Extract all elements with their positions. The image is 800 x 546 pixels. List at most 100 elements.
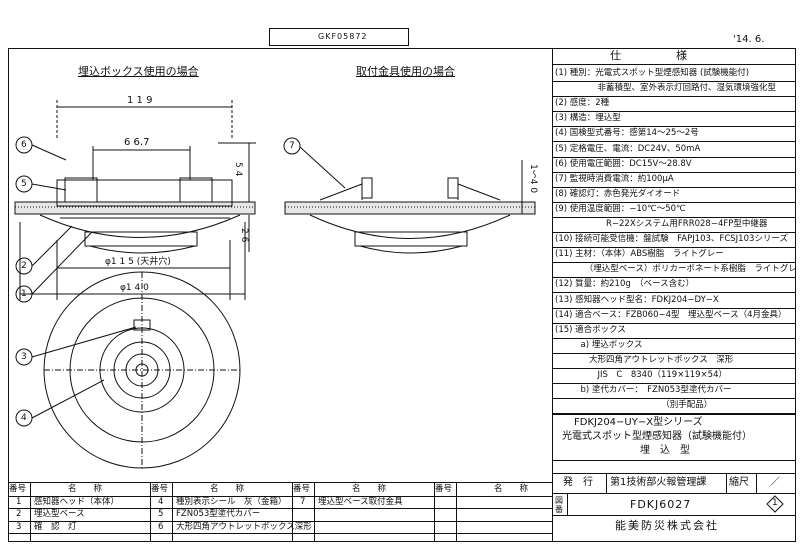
spec-row-text: (4) 国検型式番号：感第14〜25〜2号	[555, 128, 699, 139]
revision-mark	[766, 495, 784, 513]
spec-row-text: (8) 確認灯：赤色発光ダイオード	[555, 188, 681, 199]
part-number: 6	[158, 521, 164, 532]
callout-6: 6	[21, 140, 27, 150]
spec-row-text: (11) 主材：（本体）ABS樹脂 ライトグレー	[555, 249, 724, 260]
part-number: 7	[300, 496, 306, 507]
spec-row: 大形四角アウトレットボックス 深形	[552, 353, 796, 369]
spec-series: FDKJ204−UY−X型シリーズ	[574, 417, 703, 428]
spec-row-text: 大形四角アウトレットボックス 深形	[555, 354, 734, 365]
date: '14. 6.	[733, 34, 765, 45]
table-divider	[8, 483, 9, 542]
dim-66-7: 6 6.7	[124, 137, 150, 148]
table-rule	[8, 520, 552, 522]
callout-1: 1	[21, 289, 27, 299]
table-rule	[8, 533, 552, 534]
callout-4: 4	[21, 413, 27, 423]
spec-row-text: (3) 構造：埋込型	[555, 113, 621, 124]
spec-row: (8) 確認灯：赤色発光ダイオード	[552, 187, 796, 203]
spec-row: (6) 使用電圧範囲：DC15V〜28.8V	[552, 157, 796, 173]
table-header-name: 名 称	[494, 484, 529, 494]
spec-type: 埋 込 型	[640, 445, 690, 456]
dim-54: 5 4	[233, 162, 243, 177]
dept: 第1技術部火報管理課	[610, 477, 707, 488]
scale-value: ／	[770, 477, 780, 488]
callout-7: 7	[289, 141, 295, 151]
spec-row: (11) 主材：（本体）ABS樹脂 ライトグレー	[552, 247, 796, 264]
table-header-no: 番号	[293, 484, 311, 494]
issue-label: 発 行	[563, 477, 593, 488]
spec-row-text: （別手配品）	[555, 400, 713, 411]
spec-row: R−22Xシステム用FRR028−4FP型中継器	[552, 217, 796, 234]
table-header-no: 番号	[151, 484, 169, 494]
dim-1-40: 1〜4 0	[528, 164, 538, 194]
drawing-label: 図番	[555, 496, 563, 514]
table-divider	[456, 483, 457, 542]
spec-product: 光電式スポット型煙感知器（試験機能付）	[562, 431, 752, 442]
left-section-title: 埋込ボックス使用の場合	[78, 65, 199, 78]
spec-row-text: (2) 感度：2種	[555, 98, 610, 109]
spec-row: (5) 定格電圧、電流：DC24V、50mA	[552, 142, 796, 158]
spec-row: b) 塗代カバー： FZN053型塗代カバー	[552, 383, 796, 400]
part-number: 4	[158, 496, 164, 507]
series-divider	[552, 414, 796, 415]
part-name: 確 認 灯	[34, 521, 77, 532]
table-divider	[434, 483, 435, 542]
spec-row: （別手配品）	[552, 398, 796, 415]
table-header-no: 番号	[9, 484, 27, 494]
spec-row-text: JIS C 8340（119×119×54）	[555, 370, 728, 380]
table-header-name: 名 称	[68, 484, 103, 494]
tb-v2	[726, 473, 727, 493]
part-name: 種別表示シール 灰（金箱）	[176, 496, 287, 507]
table-header-no: 番号	[435, 484, 453, 494]
table-header-name: 名 称	[352, 484, 387, 494]
spec-row-text: (7) 監視時消費電流：約100μA	[555, 173, 674, 184]
part-number: 3	[16, 521, 22, 532]
callout-5: 5	[21, 179, 27, 189]
callout-3: 3	[21, 352, 27, 362]
type-divider	[552, 460, 796, 461]
scale-label: 縮尺	[729, 477, 749, 488]
spec-row-text: (12) 質量：約210g （ベース含む）	[555, 279, 695, 290]
spec-row: (12) 質量：約210g （ベース含む）	[552, 277, 796, 294]
spec-panel	[552, 48, 796, 542]
part-name: 埋込型ベース	[34, 509, 85, 519]
part-number: 5	[158, 509, 164, 519]
spec-row: (15) 適合ボックス	[552, 323, 796, 339]
spec-row: (9) 使用温度範囲：−10℃〜50℃	[552, 202, 796, 218]
table-divider	[292, 483, 293, 542]
doc-code: GKF05872	[318, 32, 368, 41]
tb-h2	[552, 515, 796, 516]
spec-row-text: (14) 適合ベース：FZB060−4型 埋込型ベース（4月金具）	[555, 309, 787, 320]
spec-row-text: (1) 種別：光電式スポット型煙感知器 (試験機能付)	[555, 68, 750, 78]
spec-row: （埋込型ベース）ポリカーボネート系樹脂 ライトグレー	[552, 262, 796, 279]
dim-115: φ1 1 5 (天井穴)	[105, 257, 171, 267]
spec-row-text: （埋込型ベース）ポリカーボネート系樹脂 ライトグレー	[555, 264, 796, 275]
spec-row-text: 非蓄積型、室外表示灯回路付、湿気環境強化型	[555, 83, 777, 94]
part-name: 大形四角アウトレットボックス深形	[176, 521, 312, 532]
spec-row-text: a) 埋込ボックス	[555, 339, 643, 350]
spec-row: (4) 国検型式番号：感第14〜25〜2号	[552, 126, 796, 143]
part-name: 埋込型ベース取付金具	[318, 496, 403, 507]
company-name: 能美防災株式会社	[615, 519, 719, 532]
technical-drawing	[14, 100, 536, 470]
spec-row-text: (13) 感知器ヘッド型名：FDKJ204−DY−X	[555, 294, 719, 305]
table-divider	[172, 483, 173, 542]
title-block	[552, 473, 796, 542]
part-number: 1	[16, 496, 22, 507]
doc-code-box	[269, 28, 409, 46]
right-section-title: 取付金具使用の場合	[356, 65, 455, 78]
spec-row-text: R−22Xシステム用FRR028−4FP型中継器	[555, 219, 768, 229]
spec-row-text: (9) 使用温度範囲：−10℃〜50℃	[555, 203, 686, 214]
spec-row: (7) 監視時消費電流：約100μA	[552, 172, 796, 188]
spec-row: (3) 構造：埋込型	[552, 111, 796, 128]
revision-number: 1	[772, 498, 778, 508]
tb-v1	[606, 473, 607, 493]
table-divider	[30, 483, 31, 542]
spec-row-text: b) 塗代カバー： FZN053型塗代カバー	[555, 385, 732, 396]
spec-title: 仕 様	[610, 49, 687, 62]
tb-v4	[567, 493, 568, 515]
part-number: 2	[16, 509, 22, 519]
spec-row: a) 埋込ボックス	[552, 338, 796, 354]
dim-26: 2 6	[239, 228, 249, 243]
drawing-frame	[8, 48, 796, 542]
